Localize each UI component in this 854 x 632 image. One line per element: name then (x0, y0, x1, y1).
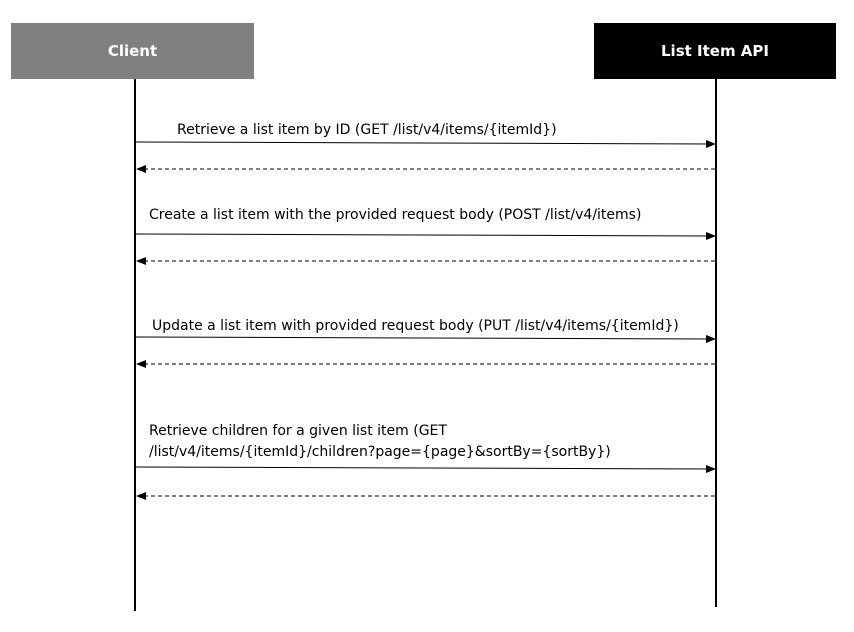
client-participant-label: Client (107, 42, 158, 60)
request-arrow-2 (135, 231, 716, 240)
message-label-retrieve-children-line2: /list/v4/items/{itemId}/children?page={p… (149, 444, 611, 460)
list-item-api-participant-label: List Item API (661, 42, 769, 60)
message-label-create-item: Create a list item with the provided req… (149, 207, 642, 223)
request-arrow-1 (135, 139, 716, 148)
message-label-retrieve-children-line1: Retrieve children for a given list item … (149, 423, 447, 439)
client-participant: Client (11, 23, 254, 79)
request-arrow-3 (135, 334, 716, 343)
message-label-update-item: Update a list item with provided request… (152, 318, 679, 334)
list-item-api-participant: List Item API (594, 23, 836, 79)
message-label-retrieve-item: Retrieve a list item by ID (GET /list/v4… (177, 122, 557, 138)
request-arrow-4 (135, 464, 716, 473)
